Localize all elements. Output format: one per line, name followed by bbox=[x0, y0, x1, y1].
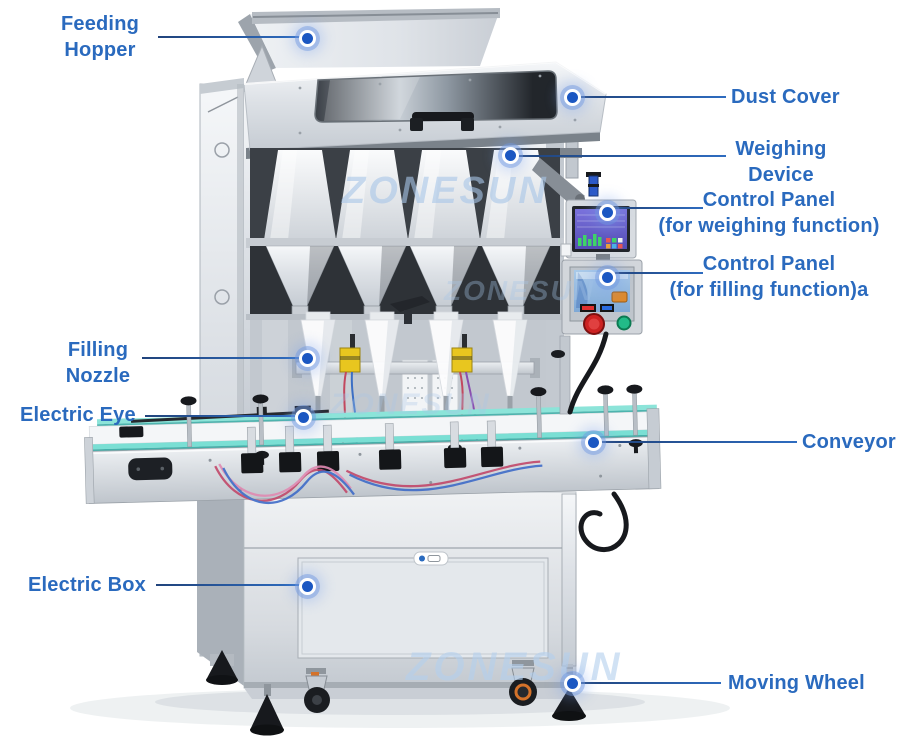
filling-nozzle-marker bbox=[299, 350, 316, 367]
callout-control-panel-weighing: Control Panel (for weighing function) bbox=[658, 189, 880, 237]
electric-eye-marker bbox=[295, 409, 312, 426]
control-panel-weighing bbox=[560, 199, 637, 259]
callout-moving-wheel: Moving Wheel bbox=[728, 672, 865, 694]
electric-eye-line bbox=[145, 415, 295, 417]
weighing-device-line bbox=[518, 155, 726, 157]
filling-nozzles bbox=[250, 296, 546, 463]
callout-electric-box: Electric Box bbox=[28, 574, 147, 596]
control-panel-filling-marker bbox=[599, 269, 616, 286]
filling-nozzle-line bbox=[142, 357, 300, 359]
moving-wheels bbox=[206, 493, 586, 736]
electric-box-marker bbox=[299, 578, 316, 595]
electric-box-cabinet bbox=[197, 491, 577, 699]
callout-filling-nozzle: Filling Nozzle bbox=[65, 339, 131, 387]
feeding-hopper-line bbox=[158, 36, 300, 38]
control-panel-weighing-marker bbox=[599, 204, 616, 221]
callout-electric-eye: Electric Eye bbox=[20, 404, 136, 426]
electric-box-line bbox=[156, 584, 300, 586]
conveyor-line bbox=[601, 441, 797, 443]
callout-conveyor: Conveyor bbox=[802, 431, 896, 453]
moving-wheel-line bbox=[581, 682, 721, 684]
control-panel-filling bbox=[561, 259, 643, 335]
feeding-hopper bbox=[238, 8, 500, 72]
conveyor-marker bbox=[585, 434, 602, 451]
weighing-device-marker bbox=[502, 147, 519, 164]
control-panels bbox=[532, 158, 643, 552]
feeding-hopper-marker bbox=[299, 30, 316, 47]
callout-dust-cover: Dust Cover bbox=[731, 86, 840, 108]
callout-control-panel-filling: Control Panel (for filling function)a bbox=[669, 253, 869, 301]
dust-cover-line bbox=[580, 96, 726, 98]
control-panel-weighing-line bbox=[615, 207, 703, 209]
moving-wheel-marker bbox=[564, 675, 581, 692]
start-button bbox=[616, 315, 632, 331]
callout-weighing-device: Weighing Device bbox=[735, 138, 827, 186]
dust-cover-marker bbox=[564, 89, 581, 106]
svg-text:ZONESUN: ZONESUN bbox=[341, 170, 549, 212]
control-panel-filling-line bbox=[615, 272, 703, 274]
svg-text:ZONESUN: ZONESUN bbox=[443, 275, 595, 306]
svg-text:ZONESUN: ZONESUN bbox=[329, 388, 491, 421]
callout-feeding-hopper: Feeding Hopper bbox=[60, 13, 140, 61]
brand-watermark: ZONESUN ZONESUN ZONESUN ZONESUN bbox=[329, 170, 623, 689]
svg-text:ZONESUN: ZONESUN bbox=[405, 645, 623, 689]
